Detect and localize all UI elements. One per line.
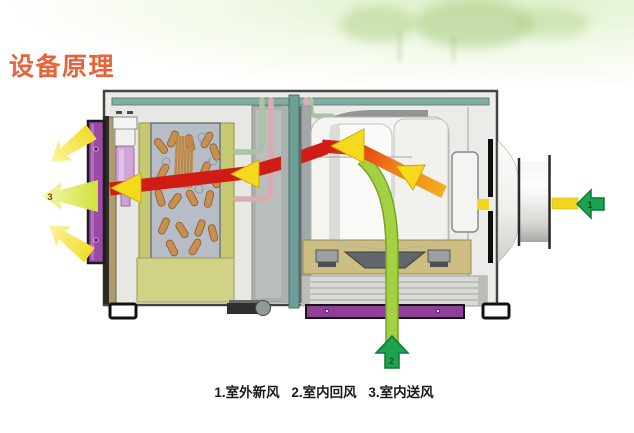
unit-feet: [108, 302, 511, 320]
legend-item-supply-air: 3.室内送风: [368, 385, 434, 400]
return-air-arrow: 2: [374, 334, 410, 369]
legend-item-fresh-air: 1.室外新风: [214, 385, 280, 400]
supply-air-label: 3: [47, 192, 52, 203]
supply-air-red-flow: [109, 141, 329, 196]
partition-post: [281, 94, 302, 309]
fresh-air-arrow: 1: [575, 188, 605, 220]
drain-fitting: [227, 300, 271, 316]
access-panel: [136, 257, 235, 303]
page-title: 设备原理: [9, 52, 116, 81]
inlet-duct: [517, 155, 551, 249]
return-air-label: 2: [389, 356, 394, 366]
base-rail: [305, 304, 465, 319]
legend-caption: 1.室外新风 2.室内回风 3.室内送风: [0, 384, 634, 401]
fresh-air-flow-segment: [551, 197, 579, 210]
coil-tubes: [154, 130, 221, 257]
supply-air-arrows: 3: [42, 124, 98, 263]
legend-item-return-air: 2.室内回风: [291, 385, 357, 400]
fresh-air-flow-segment: [477, 199, 489, 210]
fresh-air-label: 1: [587, 200, 592, 210]
condenser-coil: [138, 122, 235, 260]
inlet-cone: [477, 139, 519, 263]
flow-direction-chevrons: [109, 128, 426, 204]
return-air-pipe: [357, 153, 399, 348]
